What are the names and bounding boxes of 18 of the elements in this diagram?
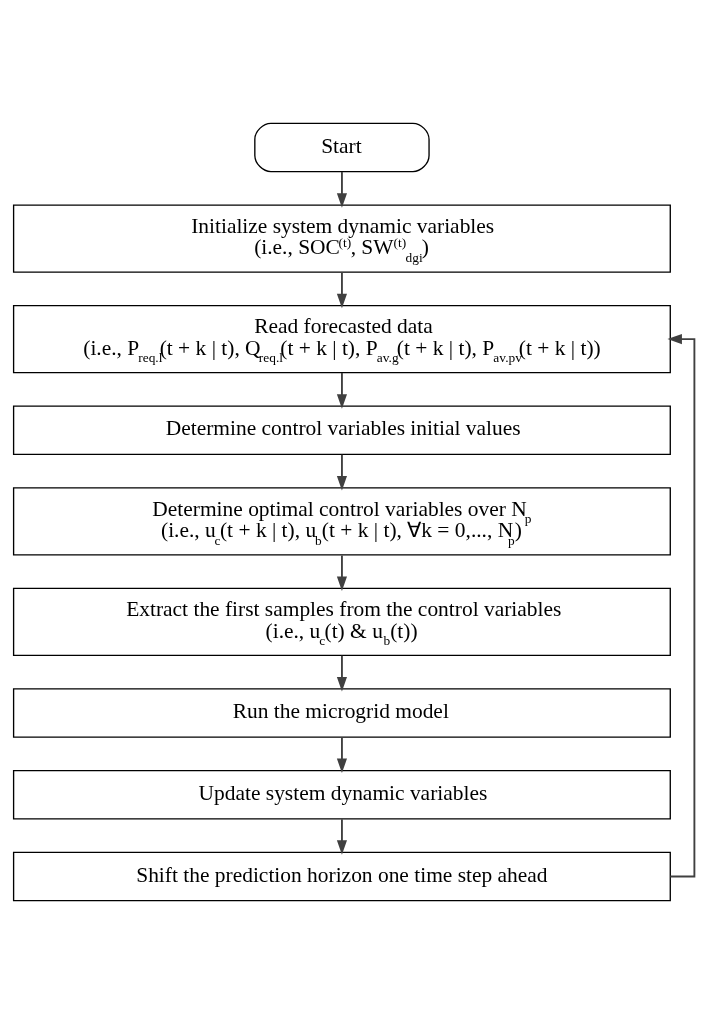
node-box: Determine optimal control variables over N$_{p}$ (i.e., u$_{c}$(t + k | t), u$_{b}$(t + k | t), ∀k = 0,..., N$_{p}$)	[12, 486, 671, 556]
node-box: Run the microgrid model	[12, 687, 671, 738]
arrow	[336, 371, 347, 409]
arrow	[336, 271, 347, 308]
arrow	[336, 170, 347, 208]
node-box: Start	[254, 122, 430, 172]
arrow	[336, 736, 347, 773]
arrow	[336, 453, 347, 490]
node-box: Read forecasted data (i.e., P$_{req.l}$(t + k | t), Q$_{req.l}$(t + k | t), P$_{av.g}$(t + k | t), P$_{av.pv}$(t + k | t))	[12, 304, 671, 373]
node-box: Shift the prediction horizon one time step ahead	[12, 851, 671, 901]
node-box: Extract the first samples from the control variables (i.e., u$_{c}$(t) & u$_{b}$(t))	[12, 587, 671, 656]
arrow	[336, 553, 347, 591]
node-box: Determine control variables initial values	[12, 404, 671, 455]
arrow	[336, 817, 347, 855]
node-box: Initialize system dynamic variables (i.e., SOC$^{(t)}$, SW$^{(t)}$$_{dgi}$)	[12, 203, 671, 273]
node-box: Update system dynamic variables	[12, 769, 671, 820]
arrow	[336, 654, 347, 692]
arrow	[667, 333, 696, 877]
